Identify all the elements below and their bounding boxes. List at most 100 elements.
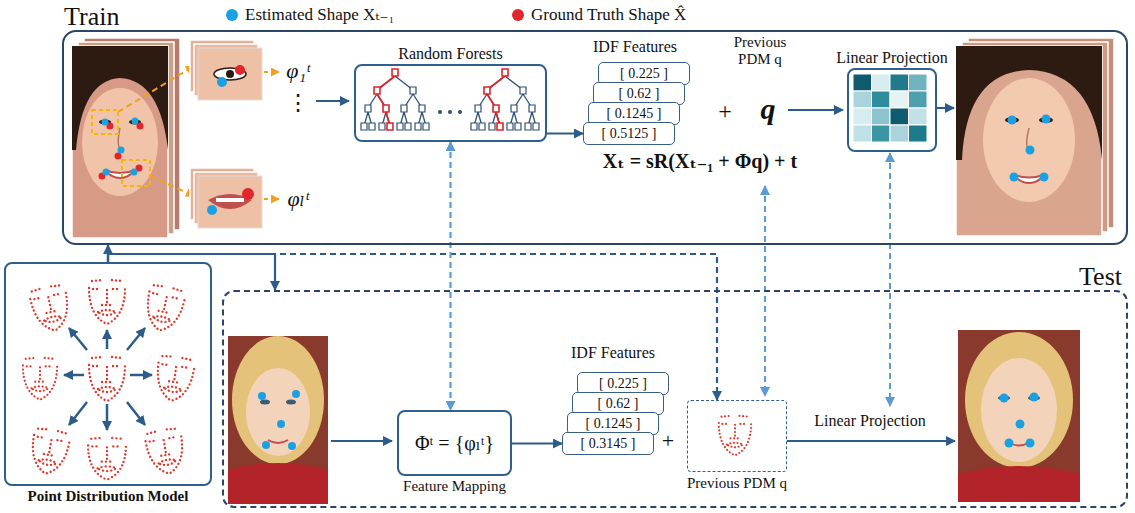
feature-card: [ 0.225 ] [598, 62, 690, 85]
variation-arrow [127, 402, 145, 425]
ellipsis-dot [448, 110, 452, 114]
legend-dot [512, 9, 524, 21]
stack-heading: IDF Features [593, 38, 677, 56]
shape-sample [23, 358, 57, 400]
estimate-dot [1008, 116, 1017, 125]
feature-value: [ 0.225 ] [620, 63, 668, 82]
ground-truth-dot [242, 188, 254, 200]
estimate-dot [292, 390, 300, 398]
test-panel: TestΦᵗ = {φₗᵗ}Feature Mapping[ 0.225 ][ … [222, 290, 1128, 508]
estimate-dot [258, 392, 266, 400]
patch-arrow [264, 71, 279, 73]
flow-arrow [316, 100, 349, 102]
legend-entry: Estimated Shape Xₜ₋₁ [226, 5, 394, 25]
matrix-cell [853, 108, 872, 125]
connector-arrow [108, 254, 717, 400]
shape-sample [29, 284, 73, 335]
feature-symbol: φ₁ᵗ [286, 58, 310, 83]
vertical-ellipsis: ⋮ [287, 90, 309, 115]
matrix-cell [909, 125, 928, 142]
estimate-dot [262, 441, 270, 449]
estimate-dot [132, 118, 139, 125]
ground-truth-dot [115, 153, 122, 160]
feature-value: [ 0.62 ] [619, 83, 660, 102]
matrix-cell [853, 91, 872, 108]
patch-arrow [118, 66, 194, 112]
feature-symbol: φₗᵗ [287, 186, 308, 211]
matrix-cell [890, 74, 909, 91]
arrow-label: Linear Projection [814, 412, 926, 430]
feature-card: [ 0.1245 ] [567, 412, 659, 435]
projection-grid [853, 74, 927, 142]
patch-arrow [264, 198, 279, 200]
legend-text: Ground Truth Shape X̂ [531, 5, 686, 25]
connector-arrow [108, 254, 275, 290]
patch-outline [92, 110, 118, 134]
feature-card: [ 0.1245 ] [588, 102, 680, 125]
shared-link [889, 153, 891, 406]
estimate-dot [103, 169, 110, 176]
matrix-cell [872, 91, 891, 108]
face [981, 358, 1057, 462]
pdm-symbol: q [761, 92, 776, 127]
previous-shape [719, 416, 751, 456]
plus-sign: + [718, 98, 732, 126]
legend-entry: Ground Truth Shape X̂ [512, 5, 686, 25]
formula: Φᵗ = {φₗᵗ} [415, 431, 494, 455]
feature-card: [ 0.225 ] [577, 372, 669, 395]
box-heading: Linear Projection [836, 48, 948, 67]
estimate-dot [1005, 439, 1014, 448]
feature-card: [ 0.3145 ] [562, 432, 654, 455]
decision-tree [361, 69, 429, 130]
shape-sample [144, 427, 187, 477]
projection-matrix: Linear Projection [847, 68, 937, 152]
patch-arrow [150, 176, 194, 196]
estimate-dot [1010, 173, 1019, 182]
estimate-dot [277, 420, 285, 428]
face [983, 78, 1075, 202]
legend-text: Estimated Shape Xₜ₋₁ [245, 5, 394, 25]
eye [260, 400, 270, 405]
box-caption: Previous PDM q [687, 474, 787, 492]
feature-mapping-box: Φᵗ = {φₗᵗ}Feature Mapping [397, 410, 512, 476]
feature-value: [ 0.1245 ] [607, 103, 662, 122]
mouth [268, 440, 288, 443]
shape-sample [154, 355, 196, 404]
mean-shape [89, 357, 125, 401]
scarf [228, 463, 328, 504]
shared-link [764, 186, 766, 396]
estimate-dot [118, 147, 125, 154]
box-caption: Feature Mapping [403, 477, 506, 495]
teeth [216, 198, 244, 202]
connector-arrow [547, 132, 583, 134]
flow-arrow [787, 440, 955, 442]
feature-card: [ 0.5125 ] [583, 122, 675, 145]
plus-sign: + [662, 428, 674, 453]
feature-value: [ 0.225 ] [599, 373, 647, 392]
scarf [958, 466, 1080, 502]
shape-sample [89, 280, 125, 324]
connector-arrow [512, 442, 562, 444]
eye [286, 400, 296, 405]
feature-card: [ 0.62 ] [572, 392, 664, 415]
random-forest-box: Random Forests [354, 64, 547, 142]
feature-value: [ 0.3145 ] [581, 433, 636, 452]
pdm-dashed-box: Previous PDM q [687, 400, 787, 472]
face [82, 88, 158, 196]
decision-tree [471, 69, 539, 130]
matrix-cell [853, 125, 872, 142]
hair [965, 332, 1073, 468]
estimate-dot [1016, 420, 1025, 429]
connector-arrow [449, 142, 451, 410]
matrix-cell [890, 108, 909, 125]
shape-sample [88, 438, 126, 480]
variation-arrow [64, 374, 84, 377]
matrix-cell [853, 74, 872, 91]
face-photo [228, 336, 328, 504]
connectors [108, 134, 717, 444]
